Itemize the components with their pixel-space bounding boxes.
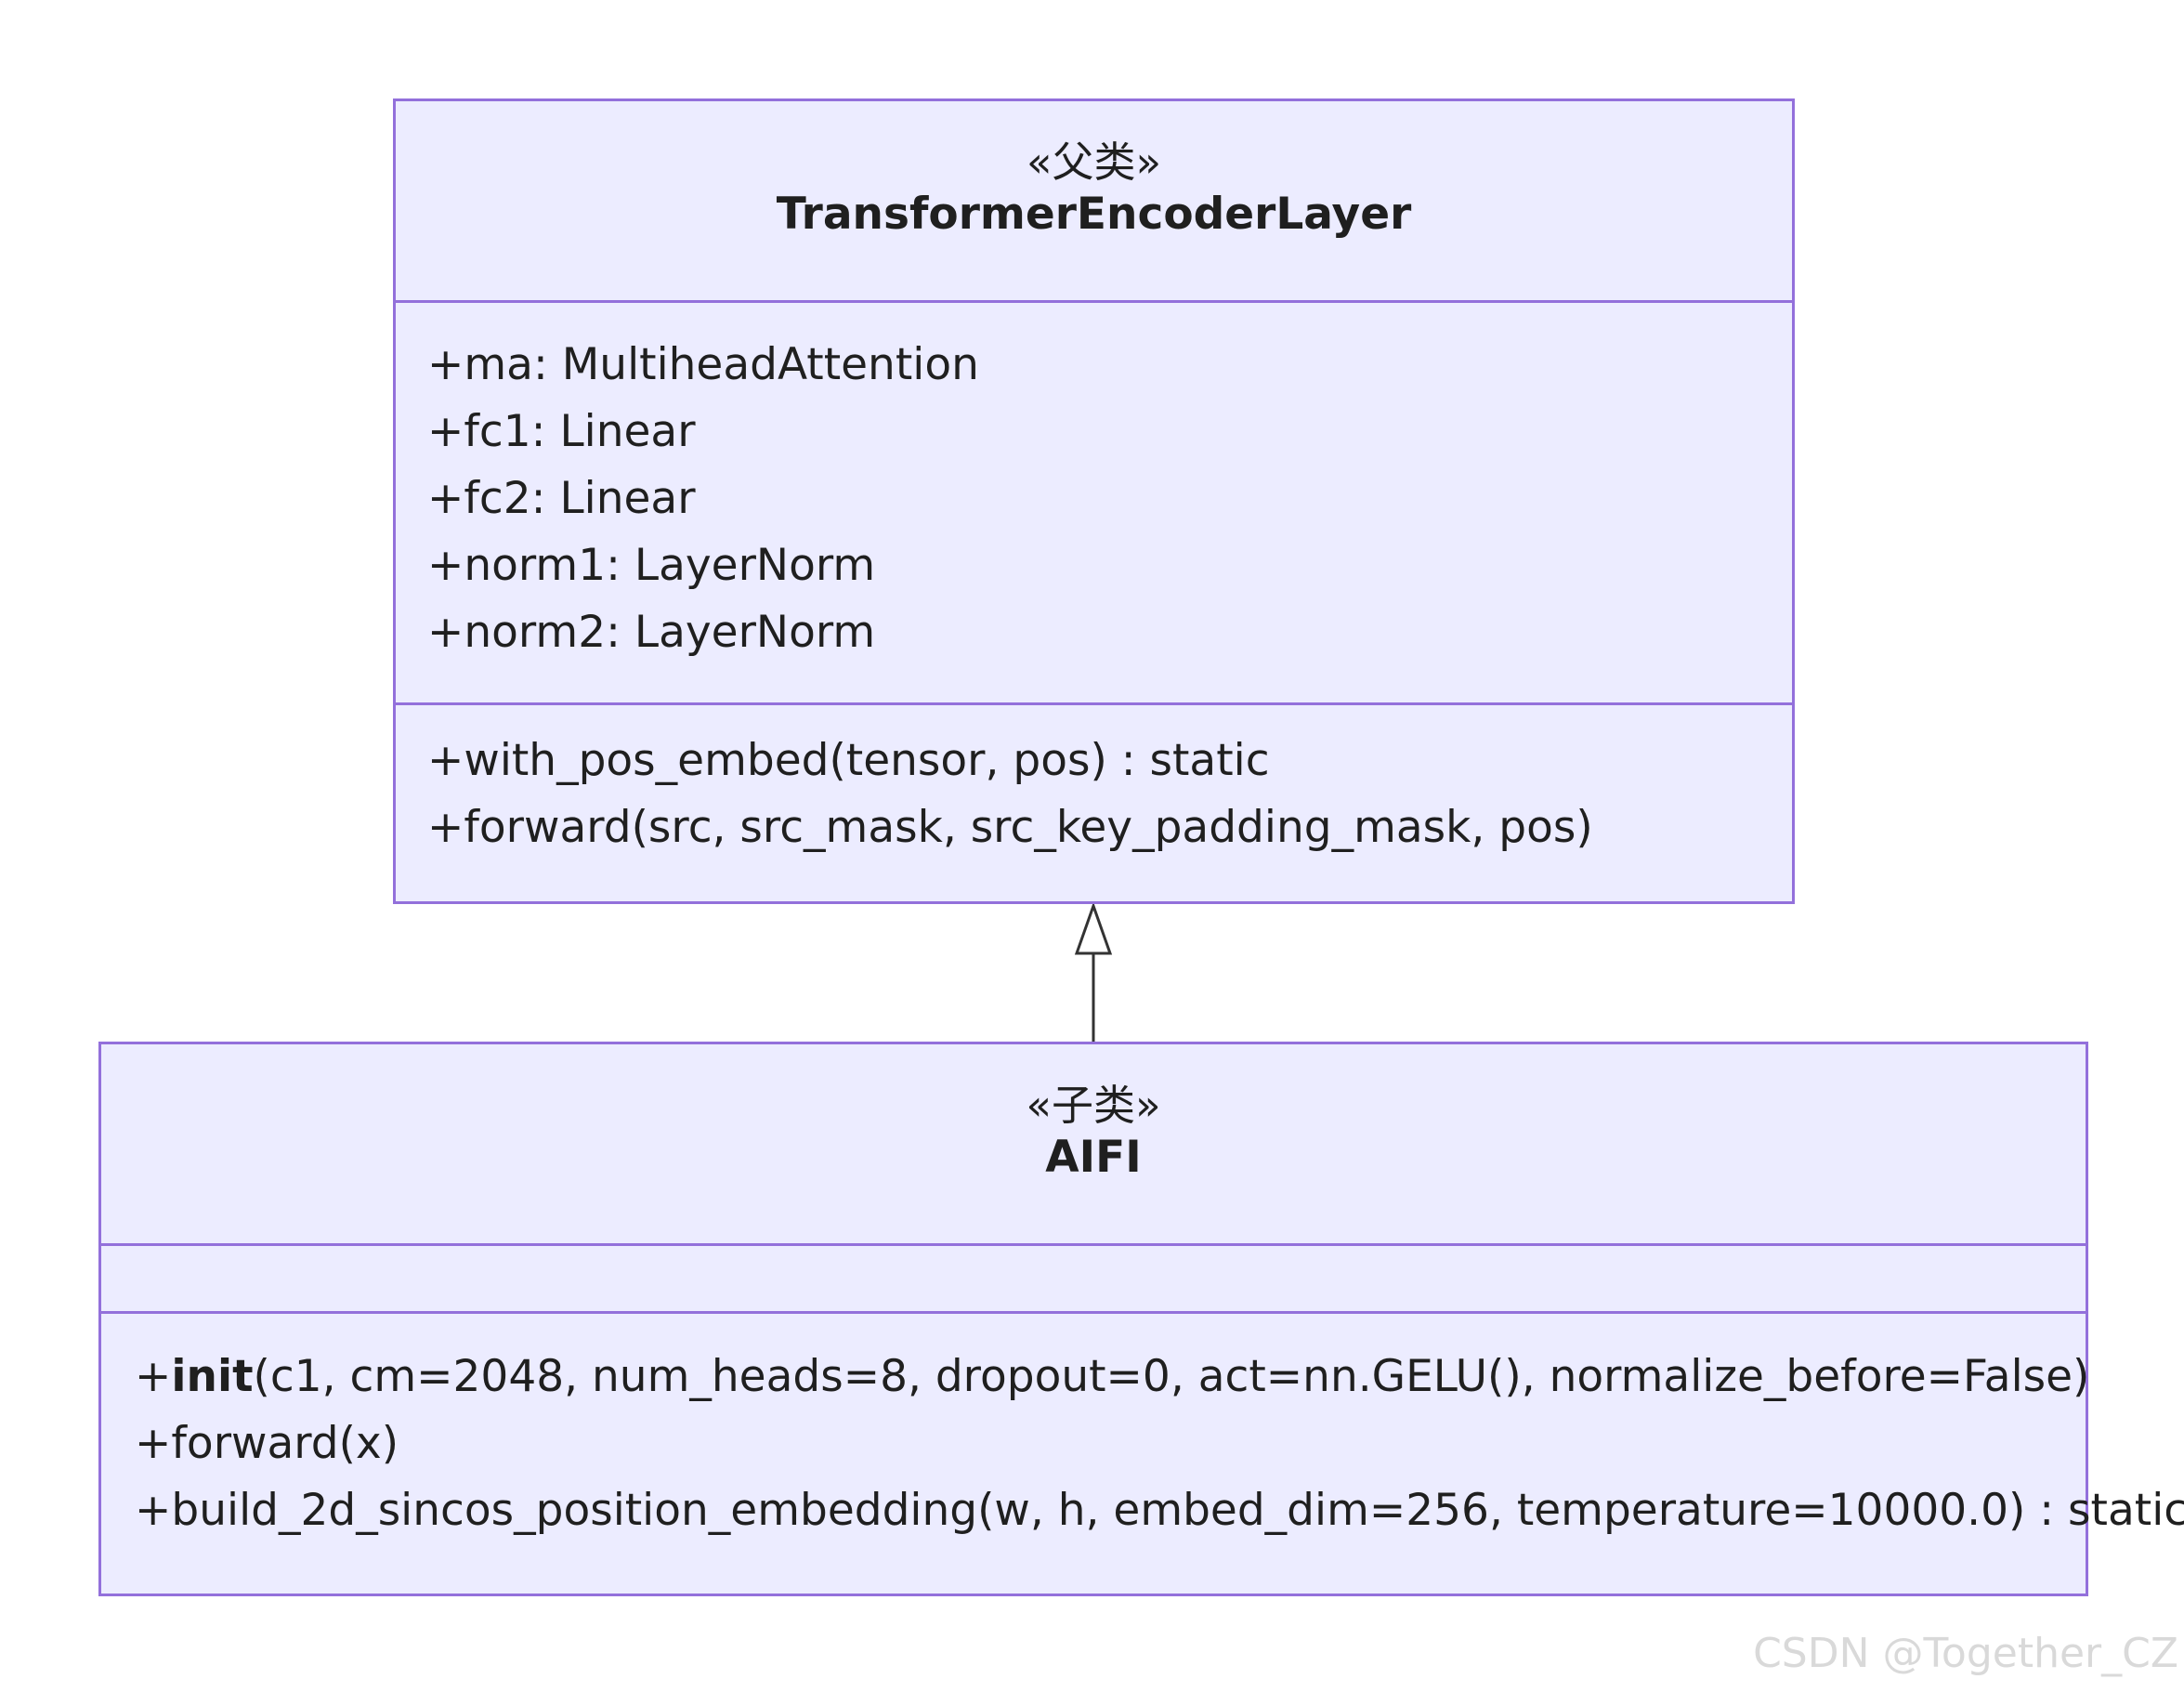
method-item: +with_pos_embed(tensor, pos) : static [427, 735, 1270, 786]
method-item: +forward(src, src_mask, src_key_padding_… [427, 802, 1593, 853]
parent-class-box[interactable]: «父类» TransformerEncoderLayer +ma: Multih… [393, 98, 1795, 904]
method-signature: forward(x) [171, 1418, 399, 1469]
attribute-item: +norm2: LayerNorm [427, 607, 876, 658]
method-prefix: + [135, 1351, 172, 1402]
parent-class-methods: +with_pos_embed(tensor, pos) : static +f… [396, 705, 1792, 861]
method-prefix: + [135, 1418, 172, 1469]
method-name-bold: init [171, 1351, 254, 1402]
child-class-stereotype: «子类» [1026, 1081, 1161, 1130]
attribute-item: +norm1: LayerNorm [427, 540, 876, 591]
method-item: +init(c1, cm=2048, num_heads=8, dropout=… [135, 1344, 2089, 1410]
child-class-name: AIFI [1045, 1132, 1142, 1183]
method-item: +build_2d_sincos_position_embedding(w, h… [135, 1477, 2184, 1544]
child-class-header: «子类» AIFI [101, 1044, 2086, 1246]
attribute-item: +fc2: Linear [427, 473, 696, 524]
method-signature: (c1, cm=2048, num_heads=8, dropout=0, ac… [253, 1351, 2090, 1402]
method-item: +forward(x) [135, 1410, 2086, 1477]
method-signature: build_2d_sincos_position_embedding(w, h,… [171, 1485, 2184, 1536]
parent-class-header: «父类» TransformerEncoderLayer [396, 101, 1792, 303]
parent-class-attributes: +ma: MultiheadAttention +fc1: Linear +fc… [396, 303, 1792, 705]
child-class-methods: +init(c1, cm=2048, num_heads=8, dropout=… [101, 1314, 2184, 1544]
parent-class-stereotype: «父类» [1026, 138, 1162, 187]
attribute-item: +ma: MultiheadAttention [427, 339, 979, 390]
watermark: CSDN @Together_CZ [1753, 1630, 2178, 1677]
child-class-attributes [101, 1246, 2086, 1314]
child-class-box[interactable]: «子类» AIFI +init(c1, cm=2048, num_heads=8… [98, 1042, 2184, 1596]
method-prefix: + [135, 1485, 172, 1536]
inheritance-arrowhead [1074, 901, 1113, 955]
parent-class-name: TransformerEncoderLayer [776, 189, 1412, 240]
attribute-item: +fc1: Linear [427, 406, 696, 457]
